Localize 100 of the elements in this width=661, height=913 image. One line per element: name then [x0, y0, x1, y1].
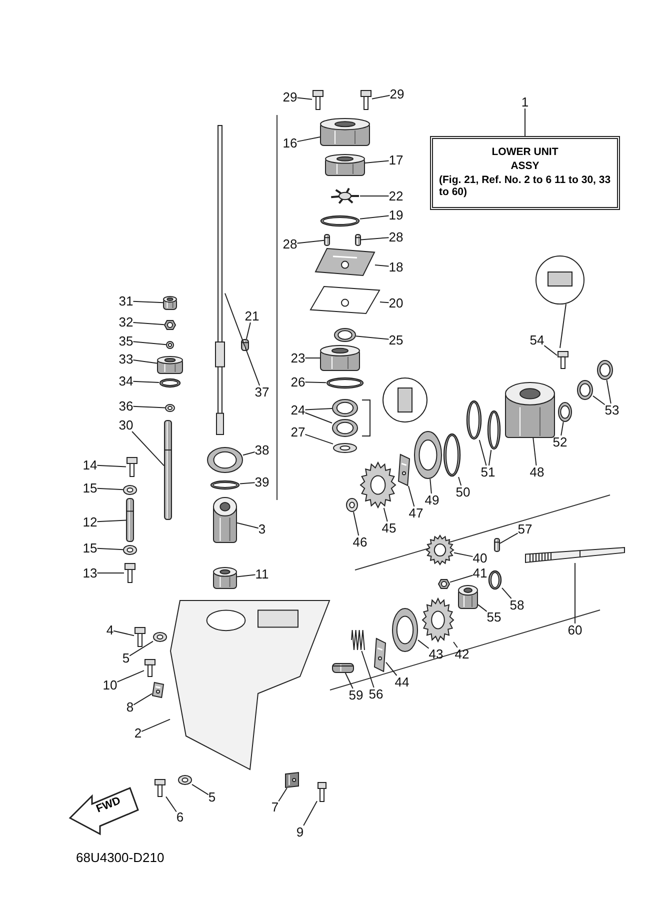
callout-number: 20 — [388, 296, 404, 310]
callout-number: 1 — [521, 96, 529, 108]
leader-line — [374, 264, 390, 267]
callout-number: 52 — [552, 436, 568, 448]
bearing-drawing — [207, 447, 243, 473]
leader-line — [296, 240, 324, 244]
bolt-drawing — [360, 90, 372, 110]
leader-line — [132, 359, 158, 364]
callout-number: 35 — [118, 334, 134, 348]
leader-line — [96, 520, 126, 522]
leader-line — [116, 670, 144, 682]
leader-line — [242, 451, 256, 456]
callout-number: 55 — [486, 610, 502, 624]
bolt-drawing — [144, 659, 156, 677]
o-ring-drawing — [487, 410, 501, 450]
leader-line — [304, 412, 332, 424]
leader-line — [364, 160, 390, 164]
callout-number: 50 — [456, 486, 470, 498]
o-ring-drawing — [159, 378, 181, 388]
reference-note: (Fig. 21, Ref. No. 2 to 6 11 to 30, 33 to 60) — [438, 174, 612, 198]
callout-number: 2 — [134, 726, 142, 740]
callout-number: 47 — [408, 506, 424, 520]
leader-line — [574, 562, 576, 624]
pin-drawing — [494, 538, 500, 552]
callout-number: 39 — [254, 476, 270, 488]
bolt-drawing — [312, 90, 324, 110]
callout-number: 28 — [388, 230, 404, 244]
leader-line — [132, 300, 164, 304]
callout-number: 58 — [510, 598, 524, 612]
leader-line — [430, 478, 432, 494]
callout-number: 56 — [368, 688, 384, 700]
nut-drawing — [438, 579, 450, 589]
leader-line — [478, 604, 488, 612]
leader-line — [606, 380, 612, 404]
rod-drawing — [164, 420, 172, 520]
callout-number: 60 — [568, 624, 582, 636]
callout-number: 5 — [208, 790, 216, 804]
callout-number: 19 — [388, 208, 404, 222]
box-subheading: ASSY — [510, 160, 540, 172]
leader-line — [386, 662, 398, 676]
leader-line — [132, 341, 166, 346]
leader-line — [132, 322, 164, 326]
gear-case-drawing — [170, 600, 330, 770]
bearing-drawing — [558, 402, 572, 422]
callout-number: 22 — [388, 190, 404, 202]
o-ring-drawing — [326, 377, 364, 389]
leader-line — [560, 422, 564, 436]
o-ring-drawing — [320, 215, 360, 227]
leader-line — [141, 718, 170, 732]
propeller-shaft-drawing — [525, 547, 625, 563]
grommet-drawing — [123, 545, 137, 555]
callout-number: 32 — [118, 316, 134, 328]
leader-line — [458, 476, 462, 486]
gear-drawing — [422, 598, 454, 642]
callout-number: 34 — [118, 374, 134, 388]
leader-line — [500, 532, 518, 544]
callout-number: 9 — [296, 826, 304, 838]
leader-line — [296, 136, 320, 142]
callout-number: 11 — [255, 568, 269, 580]
leader-line — [304, 434, 334, 444]
bearing-drawing — [414, 431, 442, 479]
seal-drawing — [577, 380, 593, 400]
callout-number: 49 — [424, 494, 440, 506]
leader-line — [544, 345, 558, 356]
leader-line — [304, 382, 326, 384]
drive-shaft-drawing — [215, 125, 225, 435]
sleeve-drawing — [163, 296, 177, 310]
callout-number: 45 — [382, 522, 396, 534]
washer-drawing — [178, 775, 192, 785]
washer-drawing — [166, 341, 174, 349]
leader-line — [132, 431, 164, 466]
screw-drawing — [317, 782, 327, 802]
housing-drawing — [320, 118, 370, 146]
bolt-drawing — [124, 563, 136, 583]
box-heading: LOWER UNIT — [490, 146, 560, 158]
callout-number: 42 — [454, 648, 470, 660]
bolt-drawing — [557, 351, 569, 369]
callout-number: 26 — [290, 376, 306, 388]
rod-drawing — [126, 498, 134, 542]
leader-line — [132, 380, 160, 383]
bearing-drawing — [332, 399, 358, 417]
leader-line — [303, 800, 318, 826]
leader-line — [356, 336, 390, 340]
callout-number: 59 — [348, 688, 364, 702]
leader-line — [502, 587, 512, 599]
leader-line — [240, 482, 256, 484]
callout-number: 37 — [254, 386, 270, 398]
callout-number: 17 — [388, 154, 404, 166]
callout-number: 7 — [271, 800, 279, 814]
o-ring-drawing — [488, 570, 502, 590]
leader-line — [96, 464, 126, 468]
callout-number: 16 — [282, 136, 298, 150]
callout-number: 18 — [388, 260, 404, 274]
leader-line — [132, 406, 166, 408]
leader-line — [296, 97, 312, 100]
leader-line — [96, 572, 124, 574]
callout-number: 14 — [82, 458, 98, 472]
leader-line — [236, 574, 256, 578]
leader-line — [96, 548, 124, 550]
callout-number: 23 — [290, 352, 306, 364]
